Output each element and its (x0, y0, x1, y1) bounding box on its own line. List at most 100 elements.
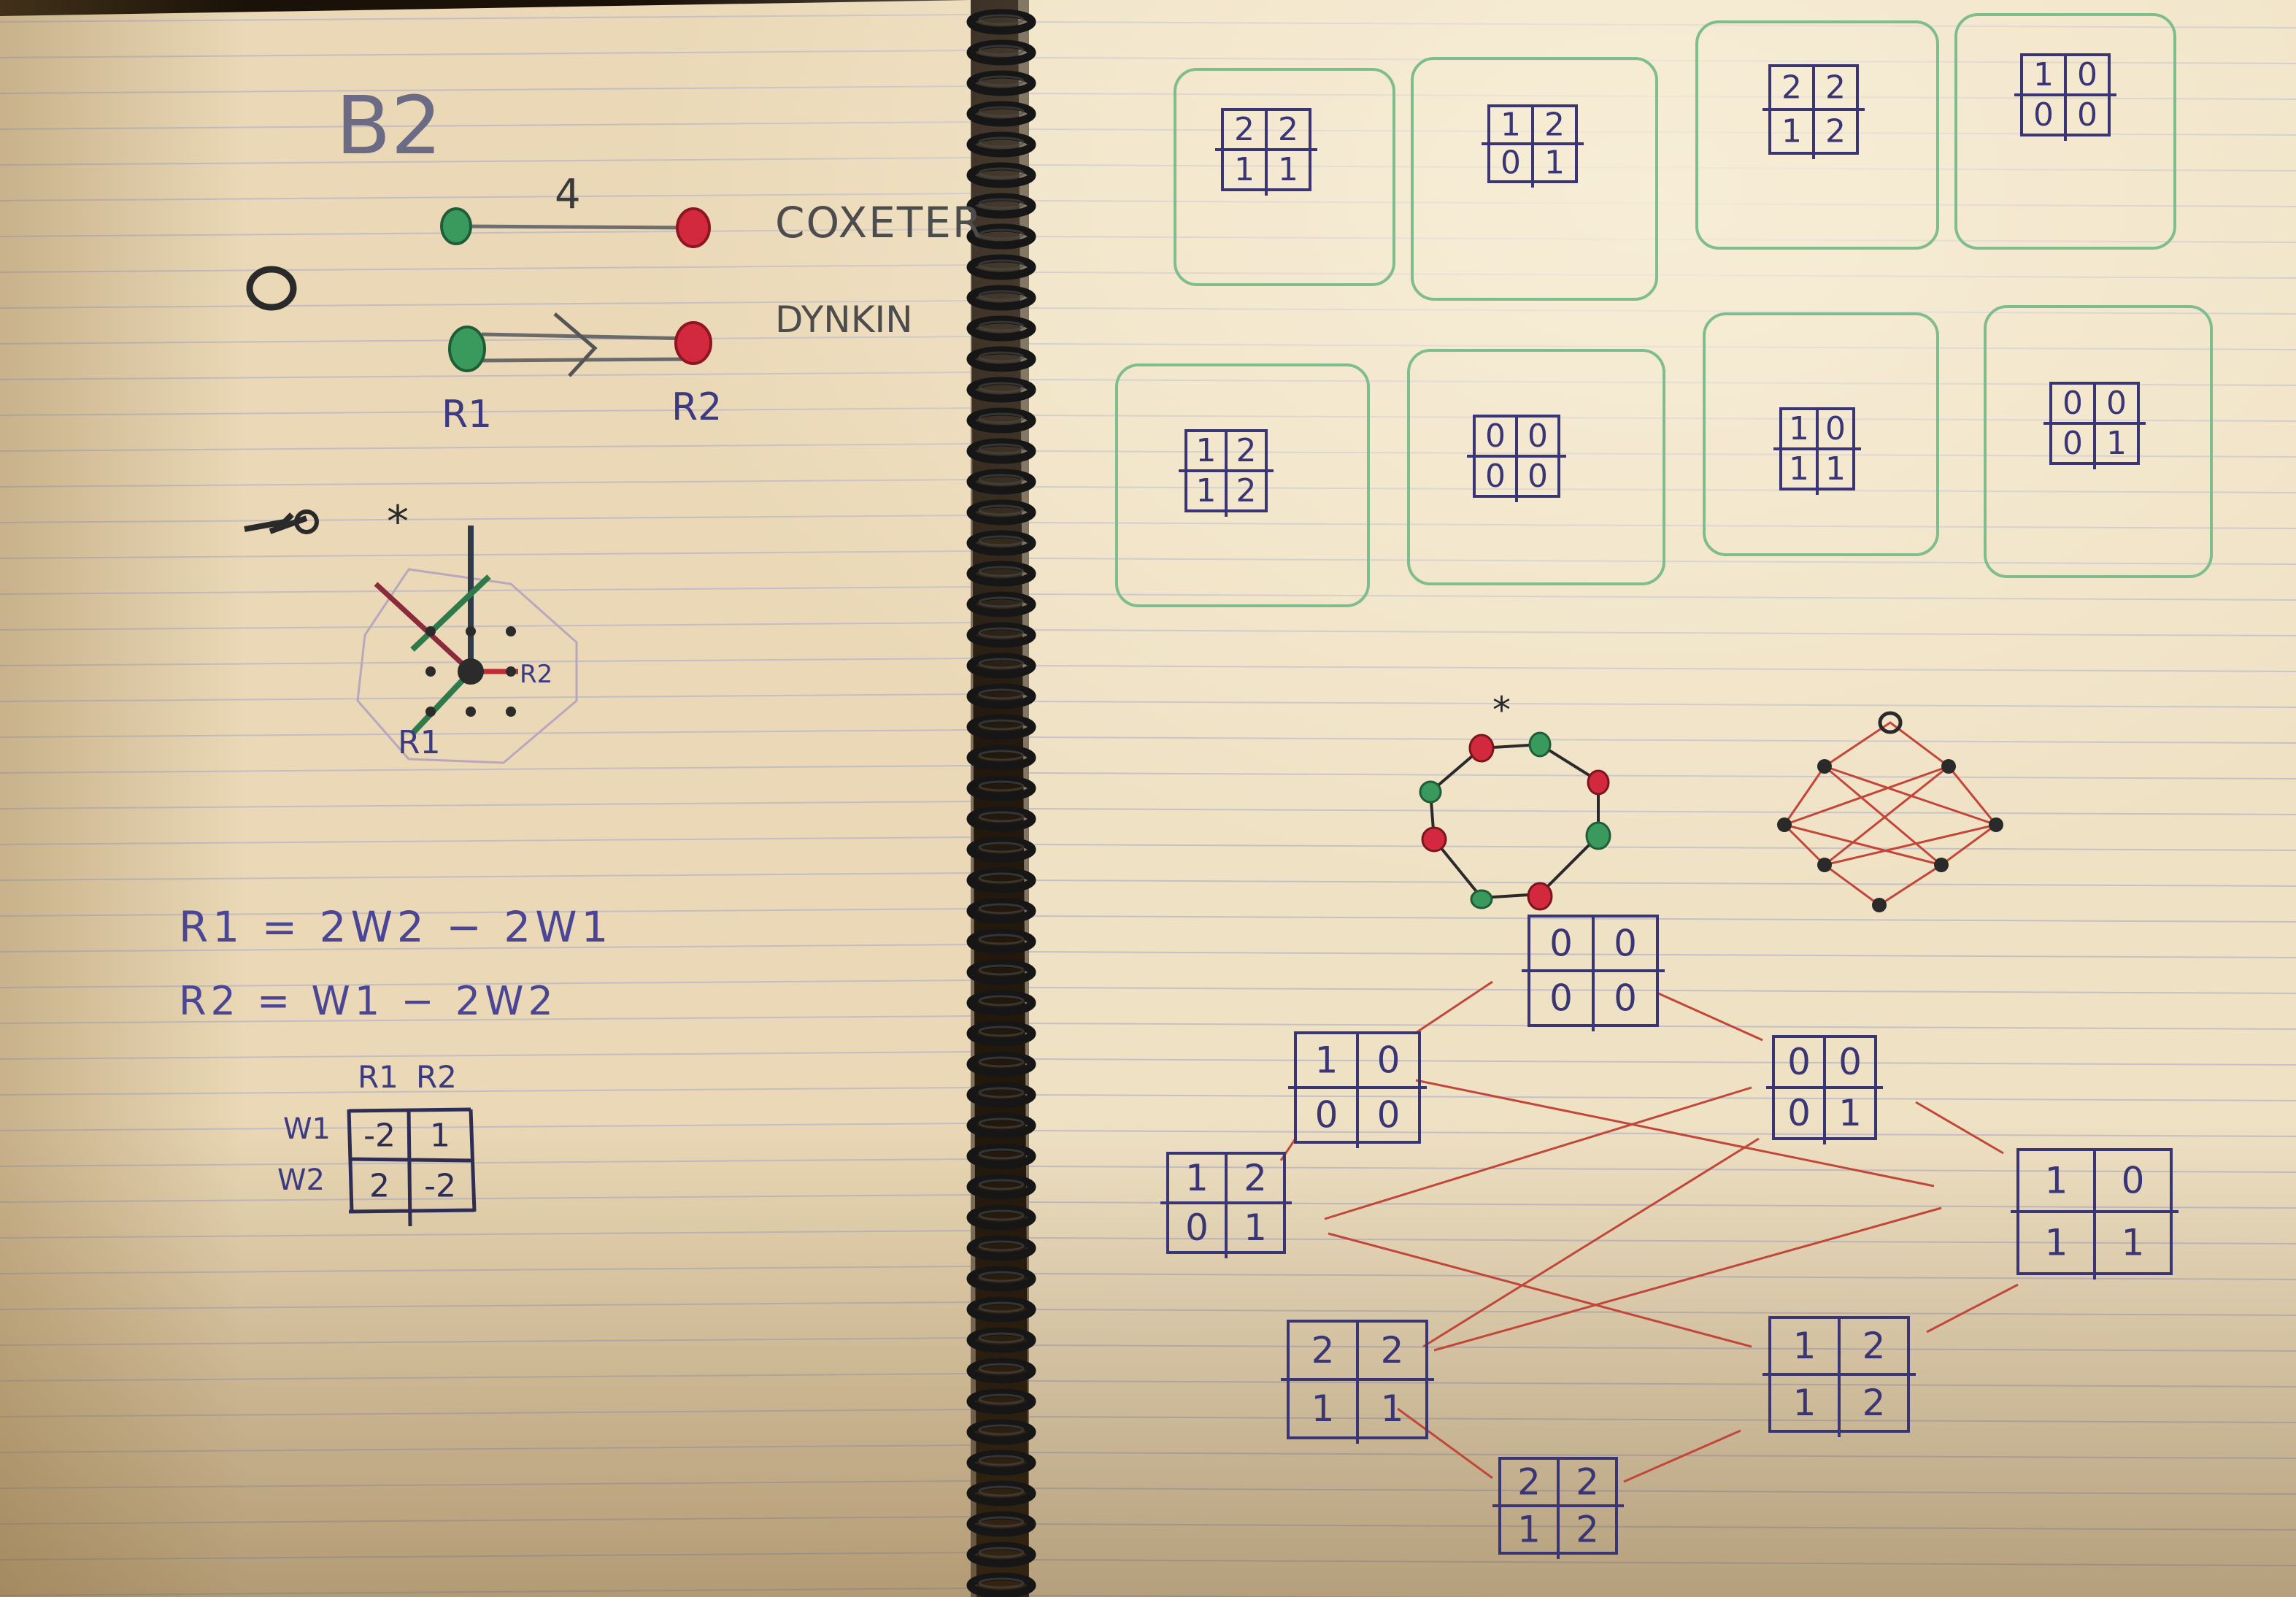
tableau-cell: 1 (1501, 107, 1521, 144)
spiral-ring (966, 254, 1036, 280)
octagon-node (1527, 882, 1553, 911)
spiral-ring (966, 898, 1036, 924)
tableau-cell: 2 (1278, 111, 1298, 148)
spiral-ring (966, 775, 1036, 801)
tableau-cell: 2 (1544, 107, 1565, 144)
tableau-box (1703, 312, 1939, 556)
tableau-cell: 1 (1544, 145, 1565, 182)
tableau-cell: 1 (2033, 56, 2054, 93)
tableau-cell: 0 (1787, 1092, 1811, 1134)
tableau-cell: 0 (2033, 96, 2054, 134)
spiral-ring (966, 653, 1036, 679)
matrix-col-header-2: R2 (416, 1059, 457, 1095)
tableau-cell: 1 (1315, 1039, 1338, 1082)
tableau-cell: 0 (1528, 417, 1548, 455)
spiral-ring (966, 469, 1036, 495)
spiral-ring (966, 1542, 1036, 1568)
tableau-cell: 1 (1793, 1382, 1817, 1424)
spiral-ring (966, 1174, 1036, 1200)
tableau-cell: 0 (1549, 977, 1573, 1020)
tableaux-row-2 (1115, 305, 2213, 607)
dynkin-node-r2 (674, 321, 712, 365)
spiral-ring (966, 1235, 1036, 1261)
coxeter-diagram: 4 COXETER (440, 171, 982, 248)
tableau-box (1407, 349, 1665, 585)
tableau-cell: 2 (1311, 1329, 1335, 1371)
spiral-ring (966, 9, 1036, 35)
tableau-cell: 0 (1485, 417, 1506, 455)
tableau-cell: 0 (1787, 1041, 1811, 1083)
left-shadow (0, 0, 978, 1597)
root-r2-label: R2 (520, 660, 552, 689)
matrix-grid (347, 1107, 477, 1227)
cartan-matrix: R1 R2 W1 W2 -2 1 2 -2 (277, 1059, 477, 1227)
equations: R1 = 2W2 − 2W1 R2 = W1 − 2W2 (179, 902, 612, 1024)
spiral-ring (966, 928, 1036, 955)
spiral-ring (966, 1480, 1036, 1506)
tableau-cell: 1 (2045, 1222, 2068, 1264)
left-page-content: B2 4 COXETER DYNKIN R1 R2 * (179, 79, 982, 1227)
spiral-ring (966, 1511, 1036, 1537)
tableau-cell: 0 (1377, 1039, 1401, 1082)
spiral-ring (966, 714, 1036, 740)
matrix-row-header-1: W1 (283, 1112, 331, 1146)
spiral-ring (966, 499, 1036, 526)
spiral-ring (966, 990, 1036, 1016)
spiral-ring (966, 346, 1036, 372)
spiral-ring (966, 591, 1036, 617)
spiral-ring (966, 1020, 1036, 1047)
spiral-ring (966, 1327, 1036, 1353)
tableau-cell: 0 (1315, 1094, 1338, 1136)
tableau-cell: 2 (1517, 1461, 1541, 1504)
tableau-cell: 1 (1196, 472, 1217, 509)
tableau-cell: 2 (1781, 69, 1802, 107)
spiral-ring (966, 744, 1036, 771)
coxeter-edge-label: 4 (555, 171, 581, 218)
matrix-row-header-2: W2 (277, 1163, 325, 1197)
spiral-ring (966, 1143, 1036, 1169)
tableau-cell: 1 (1838, 1092, 1862, 1134)
tableau-cell: 1 (1196, 432, 1217, 469)
tableaux-row-1 (1174, 13, 2176, 301)
spiral-ring (966, 867, 1036, 893)
tableau-cell: 2 (1825, 113, 1846, 150)
tableau-cell: 0 (1185, 1207, 1209, 1249)
octagon-crossed (1777, 711, 2003, 912)
root-star: * (387, 496, 409, 547)
tableau-box (1954, 13, 2176, 250)
octagon-node (1585, 821, 1611, 850)
tableau-cell: 0 (1825, 410, 1846, 447)
spiral-ring (966, 162, 1036, 188)
spiral-ring (966, 377, 1036, 403)
spiral-ring (966, 1388, 1036, 1415)
spiral-ring (966, 70, 1036, 96)
spiral-ring (966, 101, 1036, 127)
spiral-ring (966, 959, 1036, 985)
equation-r1: R1 = 2W2 − 2W1 (179, 902, 612, 952)
dynkin-node2-label: R2 (671, 385, 722, 429)
spiral-ring (966, 1051, 1036, 1077)
spiral-ring (966, 561, 1036, 587)
spiral-ring (966, 223, 1036, 250)
coxeter-node-red (676, 207, 711, 248)
root-system-sketch: * R2 R1 (244, 496, 578, 764)
spiral-ring (966, 285, 1036, 311)
root-vector-green-diag (410, 574, 491, 652)
octagon-node (1470, 889, 1493, 909)
tableau-cell: 1 (1381, 1388, 1404, 1430)
